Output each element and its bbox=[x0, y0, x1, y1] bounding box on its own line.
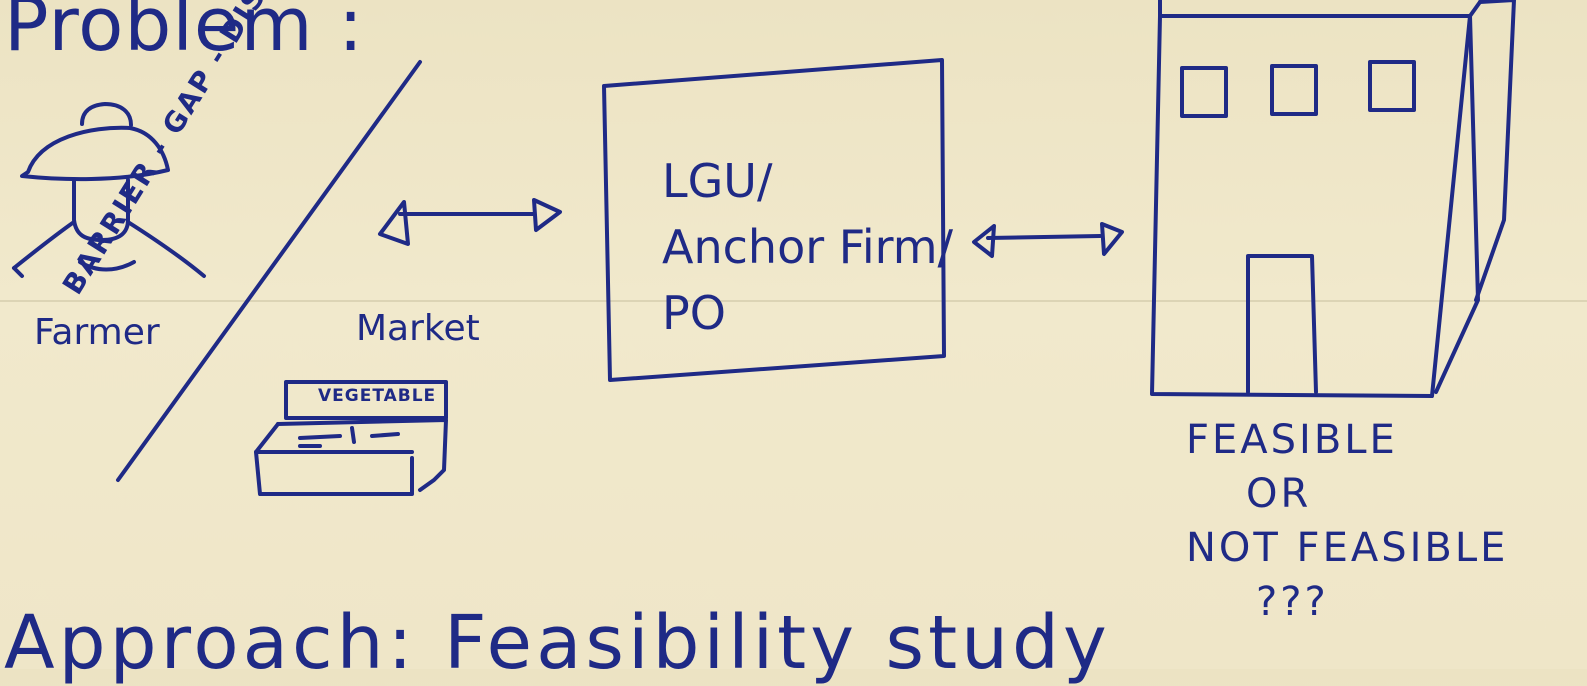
market-label: Market bbox=[356, 308, 480, 349]
not-feasible-line: NOT FEASIBLE bbox=[1186, 525, 1509, 571]
page-title: Problem : bbox=[4, 0, 364, 68]
double-arrow-right-icon bbox=[972, 222, 1124, 258]
building-icon bbox=[1150, 0, 1516, 398]
lgu-box bbox=[602, 58, 946, 382]
barrier-line bbox=[116, 60, 422, 482]
box-line-lgu: LGU/ bbox=[662, 154, 773, 208]
stall-sign: VEGETABLE bbox=[318, 386, 437, 406]
sketch-canvas bbox=[12, 0, 1516, 496]
farmer-icon bbox=[12, 102, 206, 278]
box-line-po: PO bbox=[662, 286, 726, 340]
vegetable-stall-icon bbox=[254, 380, 448, 496]
lgu-box-text: LGU/ Anchor Firm/ PO bbox=[662, 148, 953, 346]
or-line: OR bbox=[1246, 471, 1312, 517]
question-marks: ??? bbox=[1256, 579, 1329, 625]
double-arrow-left-icon bbox=[378, 198, 562, 246]
feasible-line: FEASIBLE bbox=[1186, 417, 1398, 463]
approach-text: Approach: Feasibility study bbox=[4, 600, 1111, 686]
farmer-label: Farmer bbox=[34, 312, 160, 353]
feasibility-question: FEASIBLE OR NOT FEASIBLE ??? bbox=[1186, 413, 1556, 629]
box-line-anchor-firm: Anchor Firm/ bbox=[662, 220, 954, 274]
paper-fold bbox=[0, 300, 1587, 302]
